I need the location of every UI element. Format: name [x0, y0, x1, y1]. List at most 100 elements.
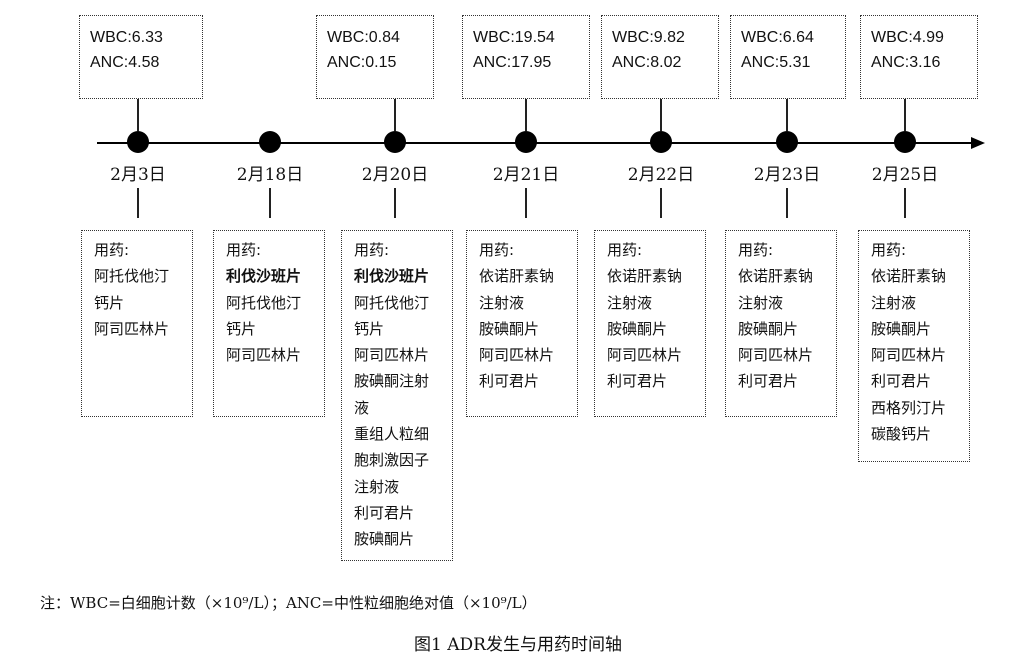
- medication-item: 碳酸钙片: [871, 425, 932, 444]
- medication-item: 阿托伐他汀: [94, 267, 170, 286]
- medication-box: 用药: 依诺肝素钠注射液胺碘酮片阿司匹林片利可君片: [725, 230, 837, 417]
- medication-item: 钙片: [354, 319, 385, 338]
- medication-item: 注射液: [871, 293, 917, 312]
- medication-heading: 用药:: [94, 241, 130, 259]
- medication-item: 依诺肝素钠: [871, 267, 947, 286]
- wbc-value: WBC:4.99: [871, 29, 944, 46]
- lab-connector-line: [137, 99, 139, 131]
- event-date: 2月25日: [871, 165, 939, 185]
- event-date: 2月18日: [236, 165, 304, 185]
- medication-heading: 用药:: [607, 241, 643, 259]
- wbc-value: WBC:19.54: [473, 29, 555, 46]
- medication-box: 用药: 阿托伐他汀钙片阿司匹林片: [81, 230, 193, 417]
- lab-connector-line: [904, 99, 906, 131]
- timeline-event-marker: [127, 131, 149, 153]
- medication-box: 用药: 依诺肝素钠注射液胺碘酮片阿司匹林片利可君片西格列汀片碳酸钙片: [858, 230, 970, 462]
- medication-item: 利可君片: [479, 372, 540, 391]
- medication-item: 西格列汀片: [871, 398, 947, 417]
- medication-box: 用药:依诺肝素钠注射液胺碘酮片阿司匹林片利可君片: [594, 230, 706, 417]
- med-connector-line: [660, 188, 662, 218]
- timeline-event-marker: [384, 131, 406, 153]
- anc-value: ANC:5.31: [741, 54, 811, 71]
- wbc-value: WBC:6.64: [741, 29, 814, 46]
- event-date: 2月23日: [753, 165, 821, 185]
- medication-item: 液: [354, 398, 370, 417]
- medication-heading: 用药:: [354, 241, 390, 259]
- medication-item: 注射液: [738, 293, 784, 312]
- anc-value: ANC:0.15: [327, 54, 397, 71]
- medication-box: 用药: 利伐沙班片阿托伐他汀钙片阿司匹林片: [213, 230, 325, 417]
- medication-item: 胺碘酮片: [607, 319, 668, 338]
- medication-item: 注射液: [607, 293, 653, 312]
- footnote: 注：WBC=白细胞计数（×10⁹/L）；ANC=中性粒细胞绝对值（×10⁹/L）: [40, 594, 537, 612]
- medication-item: 依诺肝素钠: [738, 267, 814, 286]
- wbc-value: WBC:0.84: [327, 29, 400, 46]
- medication-item: 依诺肝素钠: [479, 267, 555, 286]
- medication-box: 用药: 利伐沙班片阿托伐他汀钙片阿司匹林片胺碘酮注射液重组人粒细胞刺激因子注射液利…: [341, 230, 453, 561]
- lab-connector-line: [660, 99, 662, 131]
- medication-item: 利伐沙班片: [226, 267, 302, 286]
- figure-caption: 图1 ADR发生与用药时间轴: [414, 635, 622, 655]
- timeline-event-marker: [515, 131, 537, 153]
- medication-item: 胺碘酮片: [479, 319, 540, 338]
- medication-item: 钙片: [94, 293, 125, 312]
- medication-item: 阿司匹林片: [354, 346, 430, 365]
- timeline-event-marker: [776, 131, 798, 153]
- anc-value: ANC:8.02: [612, 54, 682, 71]
- event-date: 2月20日: [361, 165, 429, 185]
- med-connector-line: [525, 188, 527, 218]
- medication-item: 利伐沙班片: [354, 267, 430, 286]
- medication-item: 阿司匹林片: [738, 346, 814, 365]
- medication-item: 利可君片: [871, 372, 932, 391]
- anc-value: ANC:17.95: [473, 54, 552, 71]
- med-connector-line: [269, 188, 271, 218]
- anc-value: ANC:3.16: [871, 54, 941, 71]
- medication-item: 依诺肝素钠: [607, 267, 683, 286]
- medication-item: 胞刺激因子: [354, 451, 430, 470]
- medication-item: 注射液: [354, 477, 400, 496]
- timeline-arrowhead: [971, 137, 985, 149]
- wbc-value: WBC:6.33: [90, 29, 163, 46]
- medication-item: 胺碘酮片: [354, 530, 415, 549]
- event-date: 2月22日: [627, 165, 695, 185]
- medication-item: 胺碘酮注射: [354, 372, 430, 391]
- medication-heading: 用药:: [738, 241, 774, 259]
- med-connector-line: [394, 188, 396, 218]
- anc-value: ANC:4.58: [90, 54, 160, 71]
- timeline-event-marker: [650, 131, 672, 153]
- wbc-value: WBC:9.82: [612, 29, 685, 46]
- medication-item: 胺碘酮片: [871, 319, 932, 338]
- medication-item: 利可君片: [354, 503, 415, 522]
- timeline-event-marker: [259, 131, 281, 153]
- med-connector-line: [137, 188, 139, 218]
- medication-heading: 用药:: [226, 241, 262, 259]
- lab-connector-line: [786, 99, 788, 131]
- medication-heading: 用药:: [479, 241, 515, 259]
- medication-item: 阿司匹林片: [479, 346, 555, 365]
- medication-item: 钙片: [226, 319, 257, 338]
- medication-heading: 用药:: [871, 241, 907, 259]
- med-connector-line: [786, 188, 788, 218]
- medication-item: 重组人粒细: [354, 425, 430, 444]
- medication-item: 利可君片: [607, 372, 668, 391]
- event-date: 2月21日: [492, 165, 560, 185]
- timeline-event-marker: [894, 131, 916, 153]
- medication-item: 胺碘酮片: [738, 319, 799, 338]
- med-connector-line: [904, 188, 906, 218]
- medication-item: 阿托伐他汀: [354, 293, 430, 312]
- medication-item: 阿司匹林片: [226, 346, 302, 365]
- medication-item: 利可君片: [738, 372, 799, 391]
- medication-box: 用药:依诺肝素钠注射液胺碘酮片阿司匹林片利可君片: [466, 230, 578, 417]
- medication-item: 阿司匹林片: [871, 346, 947, 365]
- lab-connector-line: [525, 99, 527, 131]
- medication-item: 阿托伐他汀: [226, 293, 302, 312]
- event-date: 2月3日: [110, 165, 166, 185]
- lab-connector-line: [394, 99, 396, 131]
- medication-item: 阿司匹林片: [94, 319, 170, 338]
